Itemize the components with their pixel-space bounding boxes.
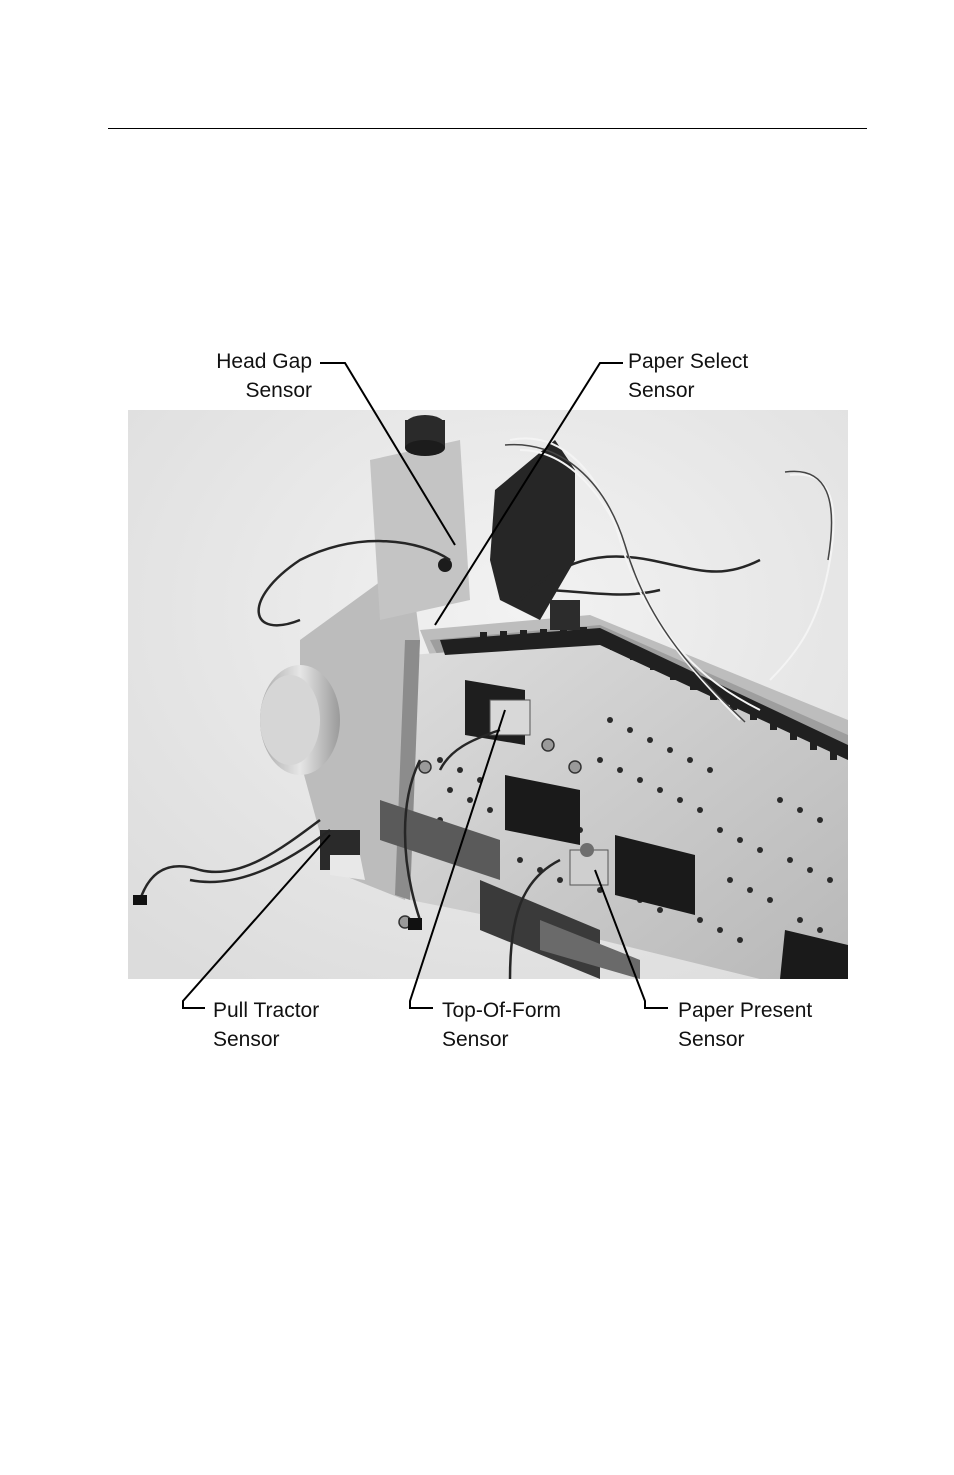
top-of-form-leader (409, 709, 506, 1009)
head-gap-line2: Sensor (245, 379, 312, 402)
pull-tractor-sensor-label: Pull Tractor Sensor (213, 996, 319, 1054)
paper-select-line1: Paper Select (628, 350, 749, 373)
cables (138, 539, 761, 979)
paper-select-leader (434, 362, 623, 626)
paper-select-sensor-label: Paper Select Sensor (628, 347, 748, 405)
pull-tractor-line1: Pull Tractor (213, 999, 320, 1022)
header-rule (108, 128, 867, 129)
photo-content (128, 410, 848, 979)
top-of-form-sensor-label: Top-Of-Form Sensor (442, 996, 561, 1054)
paper-present-sensor-label: Paper Present Sensor (678, 996, 812, 1054)
top-of-form-line2: Sensor (442, 1028, 509, 1051)
leader-lines (182, 362, 668, 1009)
paper-select-lever (490, 440, 575, 620)
paper-present-line2: Sensor (678, 1028, 745, 1051)
paper-present-leader (594, 869, 668, 1009)
head-gap-sensor-label: Head Gap Sensor (216, 347, 312, 405)
top-of-form-line1: Top-Of-Form (442, 999, 562, 1022)
head-gap-leader (320, 362, 456, 546)
paper-select-line2: Sensor (628, 379, 695, 402)
head-gap-line1: Head Gap (216, 350, 312, 373)
pull-tractor-leader (182, 834, 331, 1009)
paper-present-line1: Paper Present (678, 999, 813, 1022)
pull-tractor-line2: Sensor (213, 1028, 280, 1051)
